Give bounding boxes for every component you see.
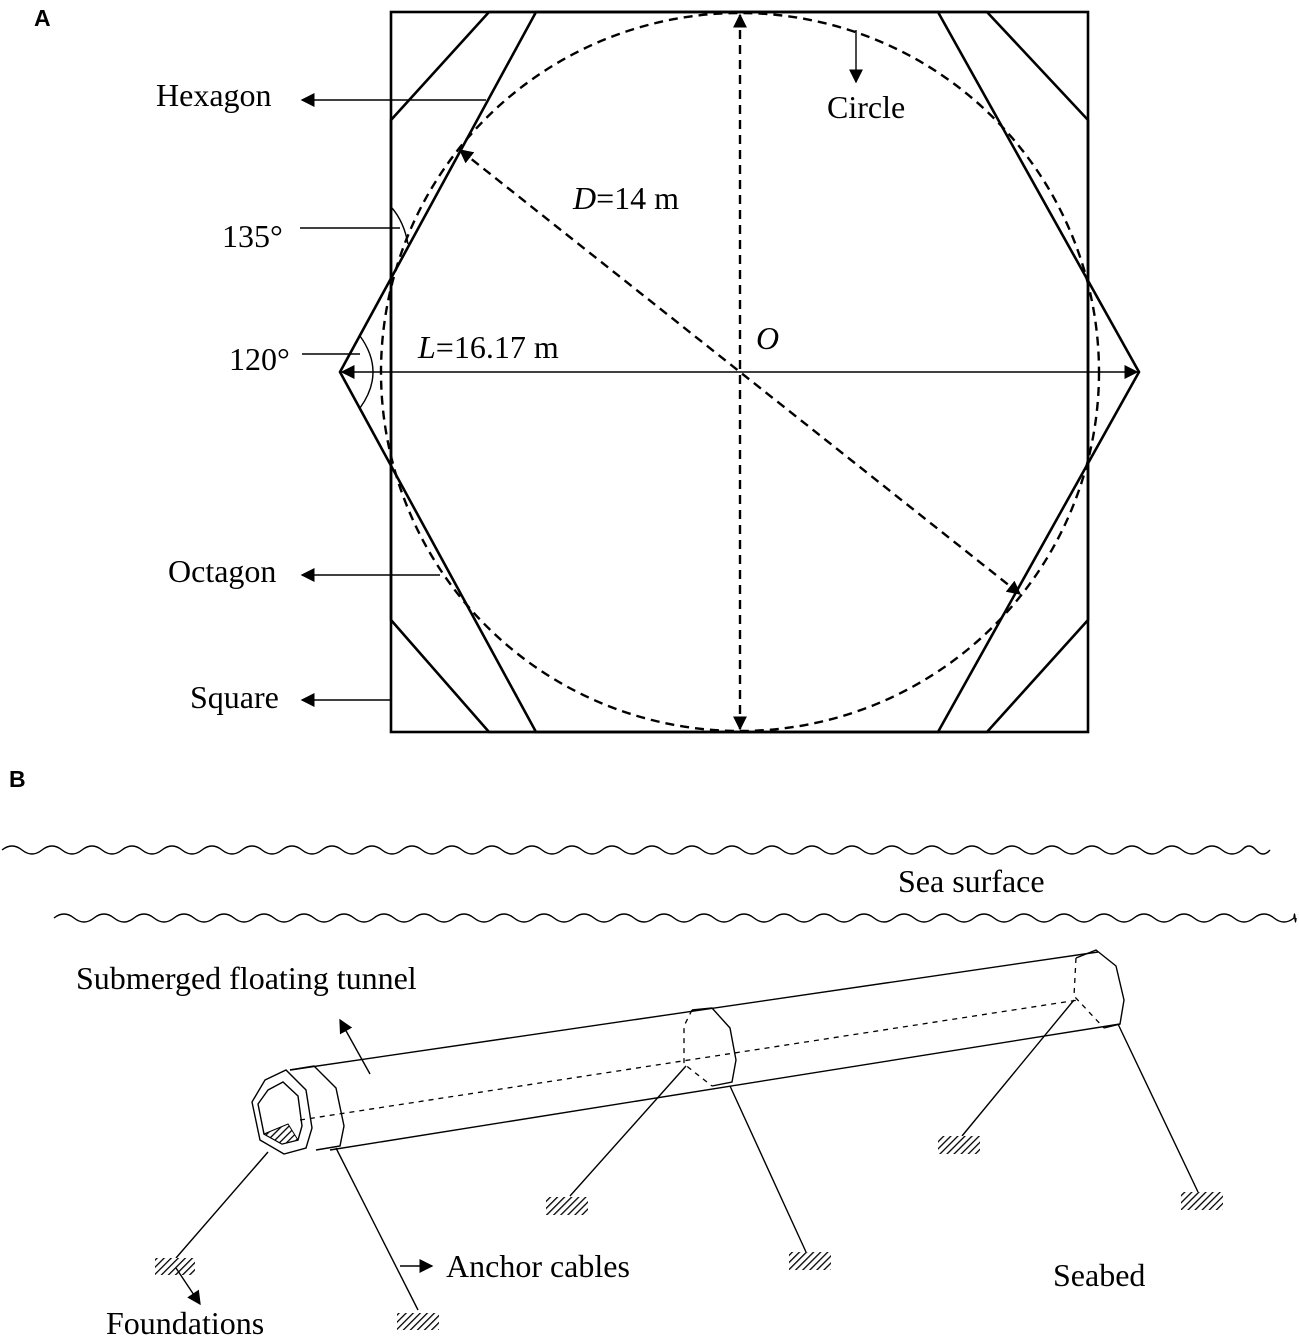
hexagon-label: Hexagon bbox=[156, 77, 272, 113]
center-label: O bbox=[756, 320, 779, 356]
diameter-label: D=14 m bbox=[572, 180, 679, 216]
tunnel-front-end-hatch bbox=[262, 1123, 299, 1145]
sea-surface-label: Sea surface bbox=[898, 863, 1045, 899]
length-symbol: L bbox=[417, 329, 436, 365]
foundation-block bbox=[789, 1252, 831, 1270]
angle-135-label: 135° bbox=[222, 218, 283, 254]
octagon-section bbox=[389, 10, 1090, 734]
tunnel-joint-2 bbox=[691, 1007, 737, 1087]
square-label: Square bbox=[190, 679, 279, 715]
tunnel-centerline bbox=[299, 999, 1079, 1121]
anchor-cable bbox=[569, 1065, 687, 1197]
anchor-cable bbox=[961, 999, 1075, 1137]
tunnel-joint-1 bbox=[289, 1065, 345, 1151]
sea-surface-wave-bottom bbox=[53, 913, 1297, 923]
anchor-cable bbox=[335, 1147, 419, 1311]
foundations-leader bbox=[175, 1267, 201, 1306]
foundation-block bbox=[1181, 1192, 1223, 1210]
foundations-label: Foundations bbox=[106, 1305, 264, 1338]
tunnel-bottom-edge bbox=[329, 1023, 1121, 1151]
panel-a-label: A bbox=[34, 5, 51, 31]
angle-120-label: 120° bbox=[229, 341, 290, 377]
foundation-block bbox=[397, 1313, 439, 1330]
foundation-block bbox=[938, 1136, 980, 1154]
anchor-cable bbox=[729, 1085, 807, 1253]
angle-120-arc bbox=[359, 335, 374, 409]
anchor-cable bbox=[175, 1151, 269, 1259]
length-value: =16.17 m bbox=[436, 329, 559, 365]
tunnel-far-end-hidden bbox=[1073, 957, 1105, 1029]
angle-135-arc bbox=[391, 207, 409, 245]
cross-section-diagram: Hexagon Circle 135° 120° D=14 m L=16.17 … bbox=[156, 10, 1141, 734]
circle-label: Circle bbox=[827, 89, 905, 125]
foundation-block bbox=[546, 1197, 588, 1215]
length-label: L=16.17 m bbox=[417, 329, 559, 365]
anchor-cables-label: Anchor cables bbox=[446, 1248, 630, 1284]
diameter-value: =14 m bbox=[596, 180, 679, 216]
tunnel-label: Submerged floating tunnel bbox=[76, 960, 417, 996]
tunnel-front-end-outer bbox=[251, 1069, 313, 1155]
panel-b-label: B bbox=[9, 766, 26, 792]
tunnel-far-end bbox=[1075, 949, 1125, 1029]
foundation-block bbox=[155, 1258, 195, 1275]
octagon-label: Octagon bbox=[168, 553, 276, 589]
tunnel-scene: Sea surface Submerged floating tunnel bbox=[1, 845, 1297, 1338]
seabed-label: Seabed bbox=[1053, 1257, 1145, 1293]
anchor-cable bbox=[1117, 1023, 1199, 1193]
diameter-symbol: D bbox=[572, 180, 596, 216]
tunnel-leader bbox=[339, 1018, 371, 1075]
tunnel-joint-2-hidden bbox=[683, 1009, 713, 1087]
sea-surface-wave-top bbox=[1, 845, 1271, 855]
tunnel-top-edge bbox=[289, 951, 1099, 1071]
